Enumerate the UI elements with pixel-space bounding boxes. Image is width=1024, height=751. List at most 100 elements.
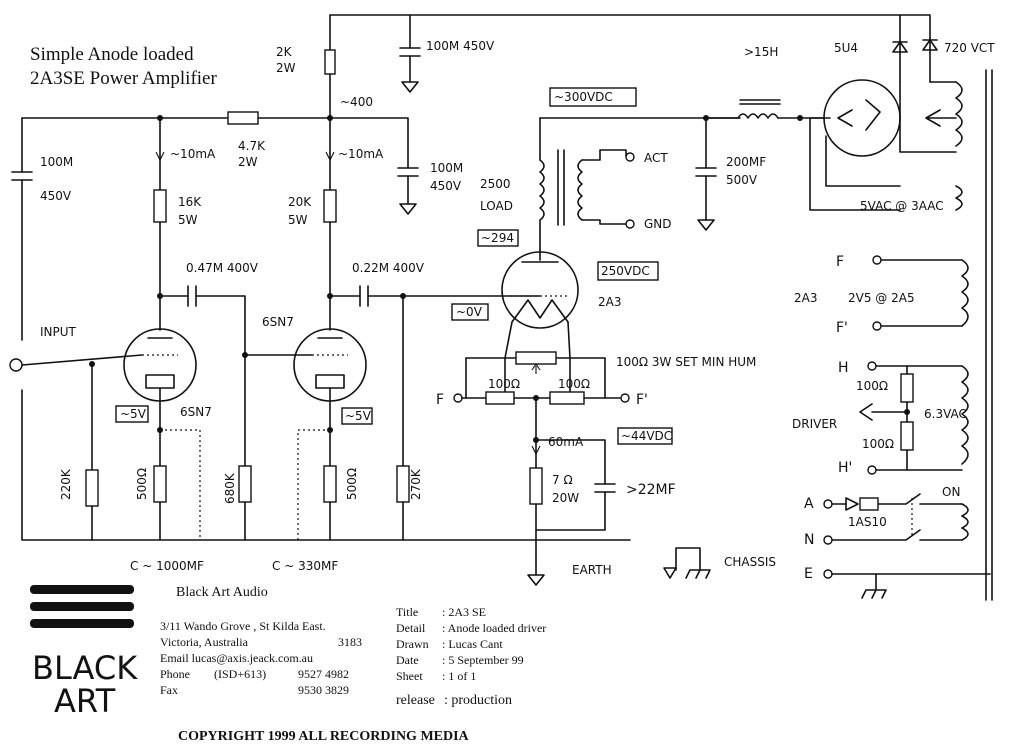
label-r100a: 100Ω <box>488 377 520 391</box>
label-h-prime: H' <box>838 460 852 476</box>
label-r16k-w: 5W <box>178 213 198 227</box>
label-v300: ~300VDC <box>554 90 613 104</box>
label-cc2: 0.22M 400V <box>352 261 425 275</box>
label-fil-f-prime: F' <box>836 320 848 336</box>
label-driver: DRIVER <box>792 417 837 431</box>
label-c200-v: 500V <box>726 173 758 187</box>
label-fil-f: F <box>836 254 844 270</box>
copyright-notice: COPYRIGHT 1999 ALL RECORDING MEDIA <box>178 729 470 744</box>
label-c22: >22MF <box>626 482 676 498</box>
label-v44: ~44VDC <box>621 429 672 443</box>
label-fuse: 1AS10 <box>848 515 887 529</box>
stage-one <box>9 117 246 541</box>
fax-number: 9530 3829 <box>298 683 349 697</box>
label-c-mid-v: 450V <box>430 179 462 193</box>
label-cap1000: C ~ 1000MF <box>130 559 204 573</box>
label-v63: 6.3VAC <box>924 407 967 421</box>
label-load2: LOAD <box>480 199 513 213</box>
label-a: A <box>804 496 814 512</box>
tb-sheet-key: Sheet <box>396 669 423 683</box>
label-r500a: 500Ω <box>135 468 149 500</box>
label-r7c: 7 Ω <box>552 473 573 487</box>
label-r20k-w: 5W <box>288 213 308 227</box>
phone-number: 9527 4982 <box>298 667 349 681</box>
tb-detail-key: Detail <box>396 621 426 635</box>
label-r100c: 100Ω <box>856 379 888 393</box>
power-supply <box>695 37 993 601</box>
label-act: ACT <box>644 151 668 165</box>
label-r100d: 100Ω <box>862 437 894 451</box>
title-line-1: Simple Anode loaded <box>30 44 194 65</box>
tb-release-value: : production <box>444 693 512 708</box>
label-i60: 60mA <box>548 435 584 449</box>
logo-line-1: BLACK <box>32 649 138 687</box>
company-addr1: 3/11 Wando Grove , St Kilda East. <box>160 619 326 633</box>
label-load: 2500 <box>480 177 511 191</box>
filament-windings <box>859 255 969 475</box>
mains-input <box>663 493 991 599</box>
tb-date-value: : 5 September 99 <box>442 653 524 667</box>
label-r16k: 16K <box>178 195 202 209</box>
label-c200: 200MF <box>726 155 766 169</box>
tb-drawn-key: Drawn <box>396 637 429 651</box>
label-r500b: 500Ω <box>345 468 359 500</box>
tb-date-key: Date <box>396 653 419 667</box>
label-input: INPUT <box>40 325 77 339</box>
label-cc1: 0.47M 400V <box>186 261 259 275</box>
tb-sheet-value: : 1 of 1 <box>442 669 476 683</box>
label-fil-2a3: 2A3 <box>794 291 817 305</box>
company-name: Black Art Audio <box>176 585 268 600</box>
label-r7c-w: 20W <box>552 491 579 505</box>
black-art-logo: BLACK ART <box>30 585 138 720</box>
label-r20k: 20K <box>288 195 312 209</box>
label-r220k: 220K <box>59 468 73 500</box>
label-tube3: 2A3 <box>598 295 621 309</box>
label-tube2: 6SN7 <box>262 315 294 329</box>
title-block: Title : 2A3 SE Detail : Anode loaded dri… <box>396 605 546 708</box>
supply-rails <box>11 14 931 541</box>
company-email: Email lucas@axis.jeack.com.au <box>160 651 313 665</box>
label-f: F <box>436 392 444 408</box>
label-hum: 100Ω 3W SET MIN HUM <box>616 355 756 369</box>
company-addr2: Victoria, Australia <box>160 635 249 649</box>
label-rect: 5U4 <box>834 41 858 55</box>
logo-line-2: ART <box>54 682 116 720</box>
label-e: E <box>804 566 813 582</box>
label-i2: ~10mA <box>338 147 384 161</box>
stage-two <box>238 117 541 541</box>
tb-detail-value: : Anode loaded driver <box>442 621 546 635</box>
label-r-supply-w: 2W <box>276 61 296 75</box>
label-r47k: 4.7K <box>238 139 266 153</box>
tb-release-key: release <box>396 693 435 708</box>
label-choke: >15H <box>744 45 778 59</box>
phone-code: (ISD+613) <box>214 667 266 681</box>
label-v5b: ~5V <box>345 409 372 423</box>
label-c-top: 100M 450V <box>426 39 495 53</box>
label-r680k: 680K <box>223 472 237 504</box>
label-v0: ~0V <box>456 305 483 319</box>
title-line-2: 2A3SE Power Amplifier <box>30 68 217 89</box>
label-v250: 250VDC <box>601 264 650 278</box>
label-fil-v: 2V5 @ 2A5 <box>848 291 915 305</box>
label-chassis: CHASSIS <box>724 555 776 569</box>
label-i1: ~10mA <box>170 147 216 161</box>
label-h: H <box>838 360 849 376</box>
label-tube1: 6SN7 <box>180 405 212 419</box>
tb-title-value: : 2A3 SE <box>442 605 486 619</box>
label-v294: ~294 <box>481 231 514 245</box>
label-v720: 720 VCT <box>944 41 995 55</box>
phone-label: Phone <box>160 667 190 681</box>
output-stage <box>453 117 741 586</box>
label-n: N <box>804 532 814 548</box>
label-cap330: C ~ 330MF <box>272 559 338 573</box>
company-postcode: 3183 <box>338 635 362 649</box>
label-c-mid: 100M <box>430 161 463 175</box>
fax-label: Fax <box>160 683 178 697</box>
label-r47k-w: 2W <box>238 155 258 169</box>
component-labels: 2K 2W ~400 100M 450V 100M 450V 4.7K 2W ~… <box>40 39 995 582</box>
label-f-prime: F' <box>636 392 648 408</box>
label-earth: EARTH <box>572 563 612 577</box>
label-gnd: GND <box>644 217 672 231</box>
